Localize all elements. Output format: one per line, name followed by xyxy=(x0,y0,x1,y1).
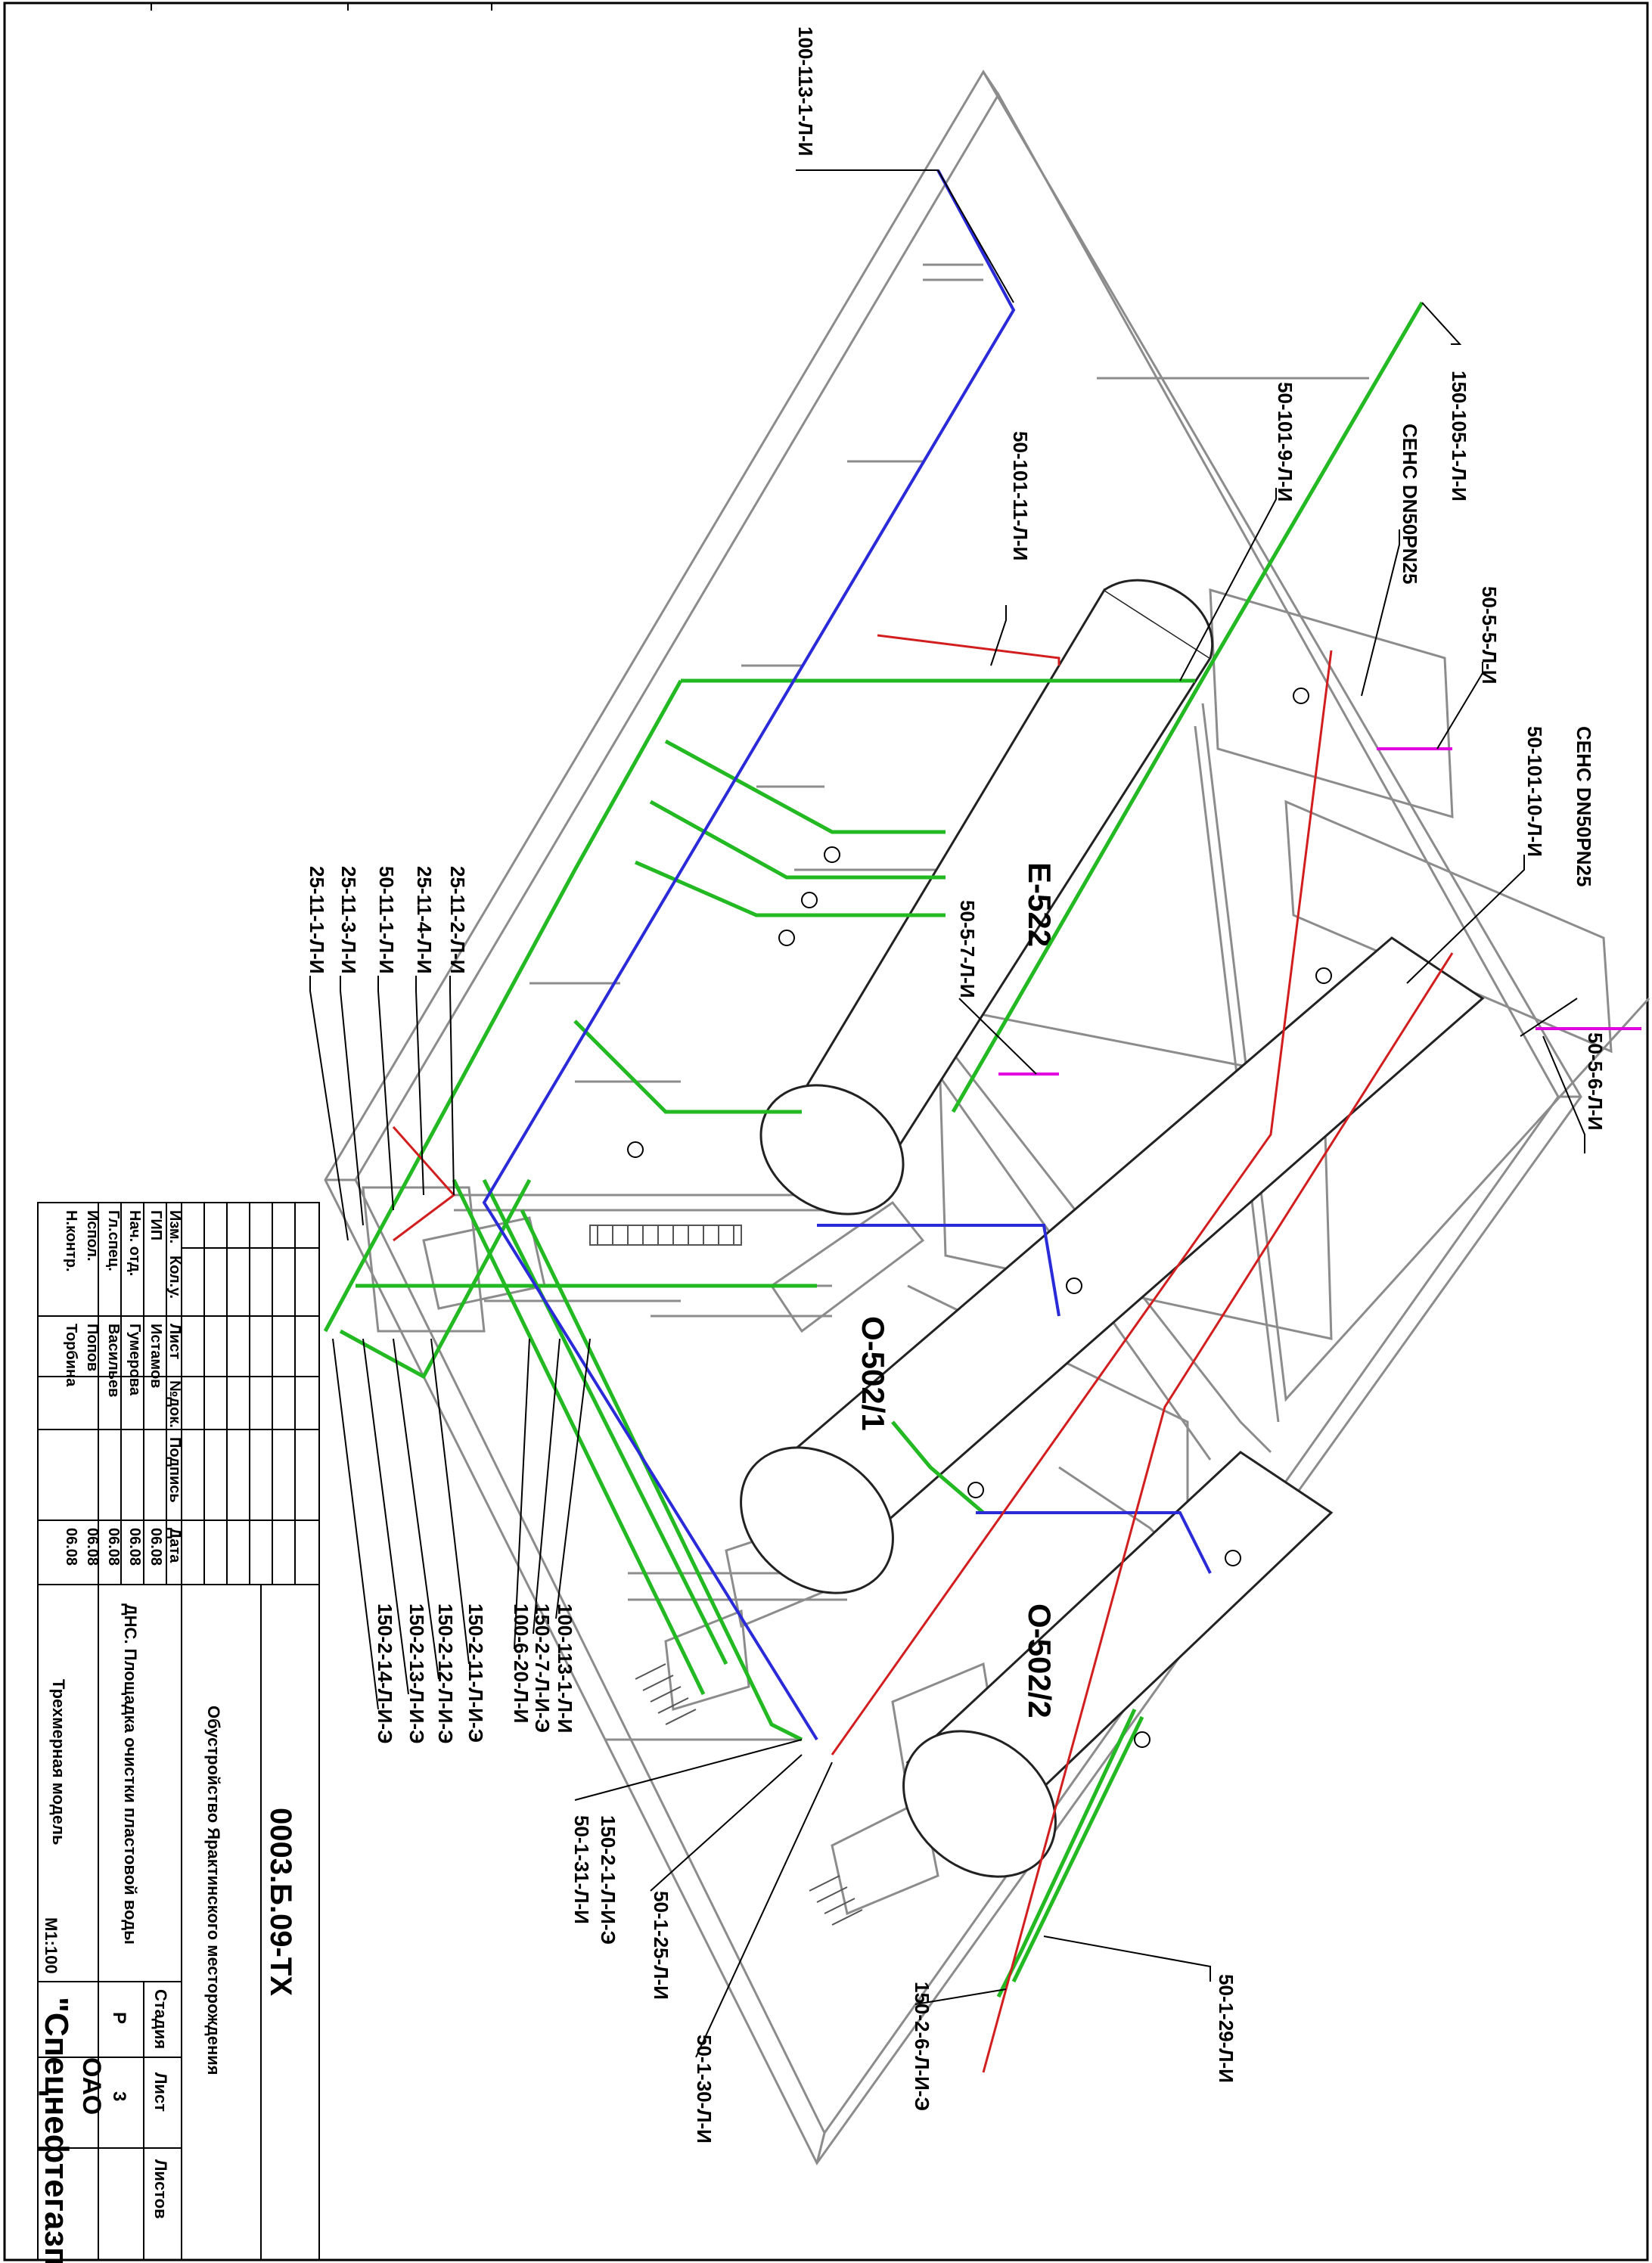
callout-label: 25-11-1-Л-И xyxy=(306,866,328,973)
sheet-value: 3 xyxy=(109,2091,129,2101)
title-block: 0003.Б.09-ТХ Обустройство Ярактинского м… xyxy=(37,1202,320,2263)
signature-role: Н.контр. xyxy=(63,1210,79,1272)
callout-label: 150-2-1-Л-И-Э xyxy=(597,1815,620,1945)
callout-label: 50-5-5-Л-И xyxy=(1478,586,1501,684)
callout-label: 50-1-29-Л-И xyxy=(1215,1974,1237,2083)
callout-label: 150-2-6-Л-И-Э xyxy=(911,1982,933,2111)
sheet-title: Трехмерная модель xyxy=(49,1679,68,1845)
signature-date: 06.08 xyxy=(84,1528,101,1566)
rev-header: Подпись xyxy=(166,1437,183,1503)
org-line-1: ОАО xyxy=(77,2057,106,2115)
callout-label: 150-105-1-Л-И xyxy=(1448,371,1470,501)
vessel-tag-o502-1: О-502/1 xyxy=(856,1316,891,1431)
vessel-tag-e522: Е-522 xyxy=(1022,862,1057,947)
callout-label: 150-2-14-Л-И-Э xyxy=(374,1603,396,1743)
platform-frame xyxy=(324,70,1650,2165)
line-callouts: 100-113-1-Л-И 150-105-1-Л-И 50-101-9-Л-И… xyxy=(306,26,1607,2143)
callout-label: 50-101-9-Л-И xyxy=(1274,382,1296,501)
signature-role: Испол. xyxy=(84,1210,101,1262)
callout-label: 50-11-1-Л-И xyxy=(375,866,398,973)
signature-name: Истамов xyxy=(148,1324,164,1388)
leader-lines xyxy=(309,169,1585,2058)
callout-label: 25-11-4-Л-И xyxy=(413,866,436,973)
callout-label: 50-1-30-Л-И xyxy=(693,2035,716,2143)
callout-label: 50-101-11-Л-И xyxy=(1009,431,1032,560)
org-line-2: "Спецнефтегазпроект" xyxy=(38,1997,75,2263)
callout-label: СЕНС DN50PN25 xyxy=(1399,424,1421,584)
signature-date: 06.08 xyxy=(105,1528,122,1566)
sheet-frame xyxy=(3,2,1649,2261)
signature-rows: ГИП Истамов 06.08 Нач. отд. Гумерова 06.… xyxy=(63,1210,164,1566)
rev-header: Лист xyxy=(166,1324,183,1359)
signature-date: 06.08 xyxy=(126,1528,143,1566)
vessel-o502-1: О-502/1 xyxy=(740,936,1485,1594)
signature-role: Нач. отд. xyxy=(126,1210,143,1276)
scale: М1:100 xyxy=(42,1917,61,1974)
rev-header: Кол.у. xyxy=(166,1256,183,1299)
pipeline-3d-model: Е-522 О-502/1 О-502/2 xyxy=(306,26,1650,2165)
object-name: ДНС. Площадка очистки пластовой воды xyxy=(121,1603,140,1945)
signature-name: Попов xyxy=(84,1324,101,1371)
vessel-e522: Е-522 xyxy=(759,579,1213,1215)
signature-name: Васильев xyxy=(105,1324,122,1397)
doc-code: 0003.Б.09-ТХ xyxy=(264,1808,297,1996)
callout-label: 50-1-31-Л-И xyxy=(570,1815,593,1924)
callout-label: 150-2-7-Л-И-Э xyxy=(531,1603,554,1733)
callout-label: 150-2-12-Л-И-Э xyxy=(434,1603,457,1743)
signature-name: Торбина xyxy=(63,1324,79,1387)
signature-name: Гумерова xyxy=(126,1324,143,1396)
stage-value: Р xyxy=(109,2012,129,2024)
callout-label: 25-11-2-Л-И xyxy=(446,866,469,973)
callout-label: 25-11-3-Л-И xyxy=(337,866,360,973)
callout-label: 50-101-10-Л-И xyxy=(1523,726,1546,857)
rev-header: Изм. xyxy=(166,1210,183,1243)
rev-header: Дата xyxy=(166,1528,183,1563)
stage-header: Стадия xyxy=(151,1989,170,2049)
callout-label: 150-2-13-Л-И-Э xyxy=(405,1603,428,1743)
callout-label: 100-113-1-Л-И xyxy=(794,26,817,156)
instrument-lines xyxy=(998,747,1641,1076)
vessel-tag-o502-2: О-502/2 xyxy=(1022,1603,1057,1718)
signature-role: Гл.спец. xyxy=(105,1210,122,1271)
signature-role: ГИП xyxy=(148,1210,164,1240)
water-pipelines xyxy=(323,301,1424,1998)
stairs xyxy=(589,1225,863,1926)
sheet-header: Лист xyxy=(151,2072,170,2112)
vessel-o502-2: О-502/2 xyxy=(902,1451,1334,1878)
callout-label: 150-2-11-Л-И-Э xyxy=(464,1603,487,1743)
callout-label: 50-1-25-Л-И xyxy=(650,1891,672,2000)
signature-date: 06.08 xyxy=(63,1528,79,1566)
valves xyxy=(627,688,1332,1748)
callout-label: 100-6-20-Л-И xyxy=(510,1603,533,1723)
callout-label: 50-5-6-Л-И xyxy=(1584,1032,1607,1130)
drain-pipeline xyxy=(482,169,1212,1741)
callout-label: 50-5-7-Л-И xyxy=(956,900,979,998)
rev-header: №док. xyxy=(166,1380,183,1428)
callout-label: СЕНС DN50PN25 xyxy=(1573,726,1595,886)
callout-label: 100-113-1-Л-И xyxy=(554,1603,576,1733)
signature-date: 06.08 xyxy=(148,1528,164,1566)
sheets-header: Листов xyxy=(151,2159,170,2219)
project-name: Обустройство Ярактинского месторождения xyxy=(204,1706,223,2075)
